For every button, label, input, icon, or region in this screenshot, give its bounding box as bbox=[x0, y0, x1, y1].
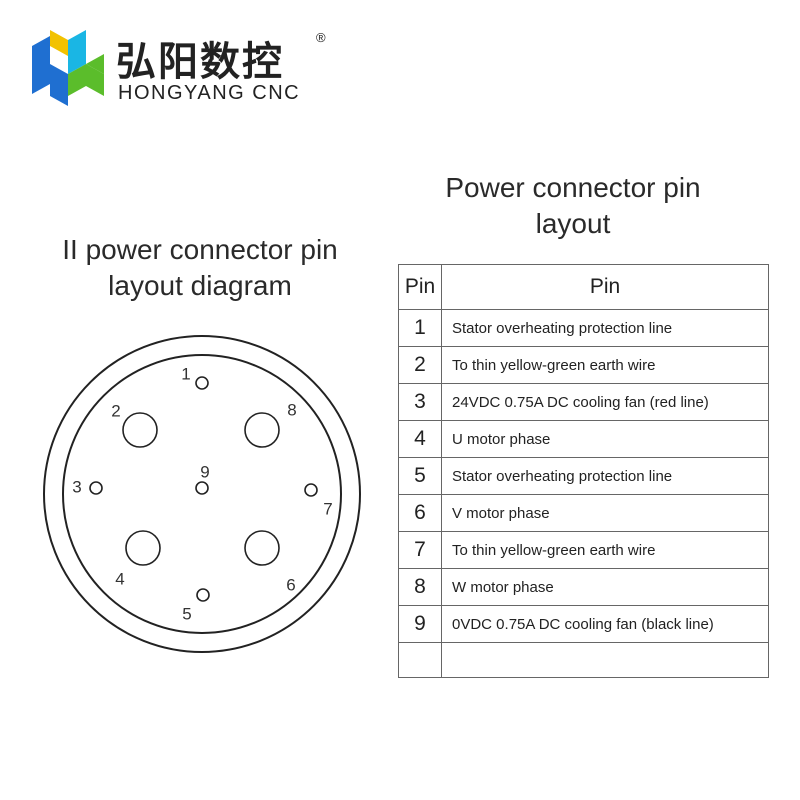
connector-diagram: 1 2 3 4 5 6 7 8 9 bbox=[40, 330, 370, 660]
registered-mark: ® bbox=[316, 30, 326, 45]
table-header-row: Pin Pin bbox=[398, 264, 769, 310]
pin-description-cell: U motor phase bbox=[441, 420, 769, 458]
pin-hole-2 bbox=[122, 412, 158, 448]
table-empty-row bbox=[398, 642, 769, 678]
diagram-title: II power connector pin layout diagram bbox=[40, 232, 360, 304]
pin-number-cell: 2 bbox=[398, 346, 442, 384]
pin-description-cell: V motor phase bbox=[441, 494, 769, 532]
pin-number-cell: 9 bbox=[398, 605, 442, 643]
pin-hole-4 bbox=[125, 530, 161, 566]
brand-name-chinese: 弘阳数控 bbox=[116, 39, 284, 85]
pin-number-cell: 8 bbox=[398, 568, 442, 606]
brand-logo: 弘阳数控 ® HONGYANG CNC bbox=[30, 24, 350, 114]
pin-description-cell: 0VDC 0.75A DC cooling fan (black line) bbox=[441, 605, 769, 643]
table-title: Power connector pin layout bbox=[400, 170, 746, 242]
pin-number-cell: 1 bbox=[398, 309, 442, 347]
pin-description-cell: W motor phase bbox=[441, 568, 769, 606]
table-title-line-2: layout bbox=[535, 208, 611, 239]
table-title-line-1: Power connector pin bbox=[445, 172, 701, 203]
pin-hole-8 bbox=[244, 412, 280, 448]
pin-label-4: 4 bbox=[115, 569, 124, 588]
pin-number-cell: 4 bbox=[398, 420, 442, 458]
pin-description-cell: To thin yellow-green earth wire bbox=[441, 346, 769, 384]
header-pin-number: Pin bbox=[398, 264, 442, 310]
pin-hole-6 bbox=[244, 530, 280, 566]
pin-hole-3 bbox=[89, 481, 103, 495]
pin-number-cell: 7 bbox=[398, 531, 442, 569]
connector-inner-ring bbox=[62, 354, 342, 634]
pin-description-cell: Stator overheating protection line bbox=[441, 457, 769, 495]
pin-number-cell: 3 bbox=[398, 383, 442, 421]
pin-label-7: 7 bbox=[323, 499, 332, 518]
pin-label-2: 2 bbox=[111, 401, 120, 420]
pin-hole-9 bbox=[195, 481, 209, 495]
empty-cell bbox=[441, 642, 769, 678]
pin-hole-5 bbox=[196, 588, 210, 602]
hongyang-logo-icon bbox=[32, 30, 104, 106]
diagram-title-line-2: layout diagram bbox=[108, 270, 292, 301]
pin-hole-7 bbox=[304, 483, 318, 497]
pin-label-8: 8 bbox=[287, 400, 296, 419]
header-pin-description: Pin bbox=[441, 264, 769, 310]
diagram-title-line-1: II power connector pin bbox=[62, 234, 338, 265]
pin-label-3: 3 bbox=[72, 477, 81, 496]
pin-number-cell: 5 bbox=[398, 457, 442, 495]
connector-outer-ring bbox=[43, 335, 361, 653]
pin-hole-1 bbox=[195, 376, 209, 390]
pin-description-cell: Stator overheating protection line bbox=[441, 309, 769, 347]
connector-face-drawing: 1 2 3 4 5 6 7 8 9 bbox=[43, 335, 361, 653]
pin-label-9: 9 bbox=[200, 462, 209, 481]
empty-cell bbox=[398, 642, 442, 678]
pin-number-cell: 6 bbox=[398, 494, 442, 532]
brand-name-english: HONGYANG CNC bbox=[118, 82, 301, 104]
pin-label-6: 6 bbox=[286, 575, 295, 594]
pin-label-1: 1 bbox=[181, 364, 190, 383]
pin-description-cell: 24VDC 0.75A DC cooling fan (red line) bbox=[441, 383, 769, 421]
pin-label-5: 5 bbox=[182, 604, 191, 623]
pin-description-cell: To thin yellow-green earth wire bbox=[441, 531, 769, 569]
